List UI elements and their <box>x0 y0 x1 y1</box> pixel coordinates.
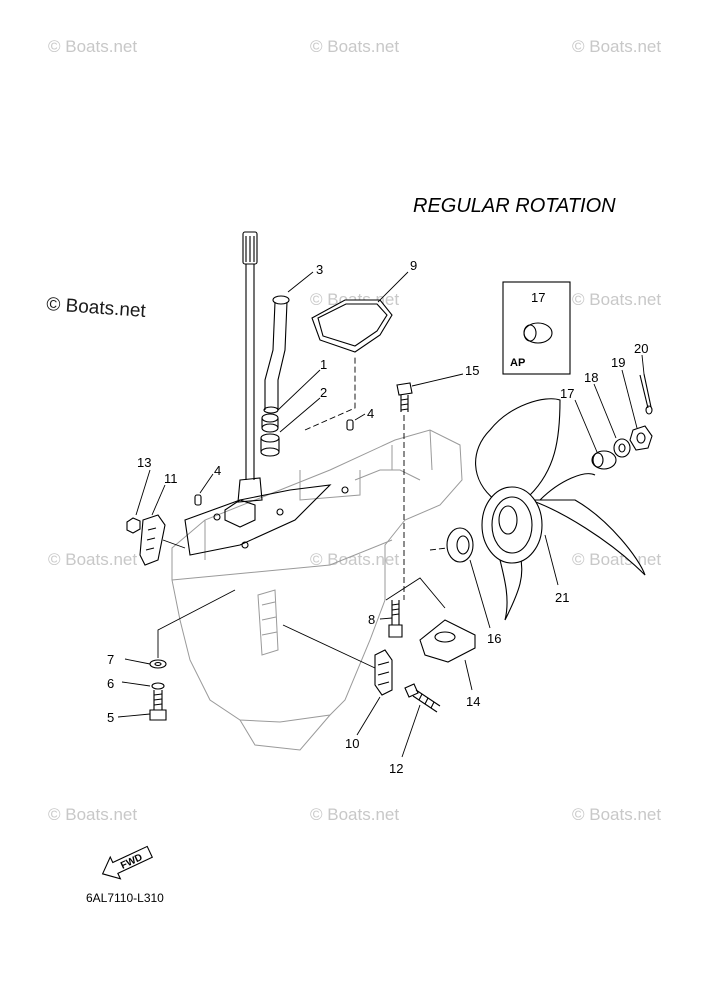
callout-18: 18 <box>584 370 598 385</box>
diagram-code: 6AL7110-L310 <box>86 891 164 905</box>
trim-tab <box>419 619 476 663</box>
callout-19: 19 <box>611 355 625 370</box>
callout-13: 13 <box>137 455 151 470</box>
callout-6: 6 <box>107 676 114 691</box>
drive-shaft <box>237 231 263 503</box>
watermark: © Boats.net <box>572 550 661 569</box>
callout-1: 1 <box>320 357 327 372</box>
washer <box>149 659 167 669</box>
callout-4: 4 <box>367 406 374 421</box>
callout-17: 17 <box>560 386 574 401</box>
lock-washer <box>151 682 165 690</box>
callout-14: 14 <box>466 694 480 709</box>
spacer <box>591 450 617 470</box>
inset-box-label: AP <box>510 357 525 369</box>
propeller <box>475 398 646 621</box>
callout-4: 4 <box>214 463 221 478</box>
forward-arrow-icon: FWD <box>101 845 154 880</box>
gasket <box>311 299 393 353</box>
leaders <box>117 271 645 758</box>
callout-5: 5 <box>107 710 114 725</box>
seal <box>260 433 280 457</box>
watermark: © Boats.net <box>572 805 661 824</box>
watermark: © Boats.net <box>48 37 137 56</box>
watermark: © Boats.net <box>572 290 661 309</box>
callout-11: 11 <box>164 471 178 486</box>
callout-9: 9 <box>410 258 417 273</box>
callout-21: 21 <box>555 590 569 605</box>
anode <box>139 514 166 566</box>
callout-10: 10 <box>345 736 359 751</box>
callout-16: 16 <box>487 631 501 646</box>
callout-12: 12 <box>389 761 403 776</box>
grommet <box>261 413 279 433</box>
watermark: © Boats.net <box>310 37 399 56</box>
bolt <box>149 690 167 721</box>
callout-2: 2 <box>320 385 327 400</box>
water-tube <box>263 295 290 414</box>
callouts: 3 9 1 2 4 4 13 11 15 17 17 18 19 20 7 6 … <box>107 258 648 776</box>
nut <box>126 517 141 534</box>
watermark: © Boats.net <box>310 805 399 824</box>
watermark: © Boats.net <box>48 550 137 569</box>
bolt <box>404 683 441 713</box>
callout-8: 8 <box>368 612 375 627</box>
direction-label: FWD <box>119 852 144 872</box>
bolt <box>396 382 413 412</box>
washer <box>613 438 631 458</box>
callout-15: 15 <box>465 363 479 378</box>
watermarks: © Boats.net © Boats.net © Boats.net © Bo… <box>46 37 662 824</box>
callout-20: 20 <box>634 341 648 356</box>
watermark-main: © Boats.net <box>46 294 147 322</box>
dowel-pin <box>346 419 354 431</box>
cotter-pin <box>639 373 653 415</box>
bolt <box>388 600 403 638</box>
callout-3: 3 <box>316 262 323 277</box>
dowel-pin <box>194 494 202 506</box>
watermark: © Boats.net <box>572 37 661 56</box>
diagram-title: REGULAR ROTATION <box>413 195 616 217</box>
callout-17: 17 <box>531 290 545 305</box>
thrust-washer <box>446 527 474 563</box>
inset-box-ap: AP <box>502 281 571 375</box>
lower-unit-housing <box>171 429 463 751</box>
callout-7: 7 <box>107 652 114 667</box>
propeller-nut <box>629 425 653 451</box>
watermark: © Boats.net <box>48 805 137 824</box>
trim-anode <box>374 649 393 696</box>
watermark: © Boats.net <box>310 550 399 569</box>
